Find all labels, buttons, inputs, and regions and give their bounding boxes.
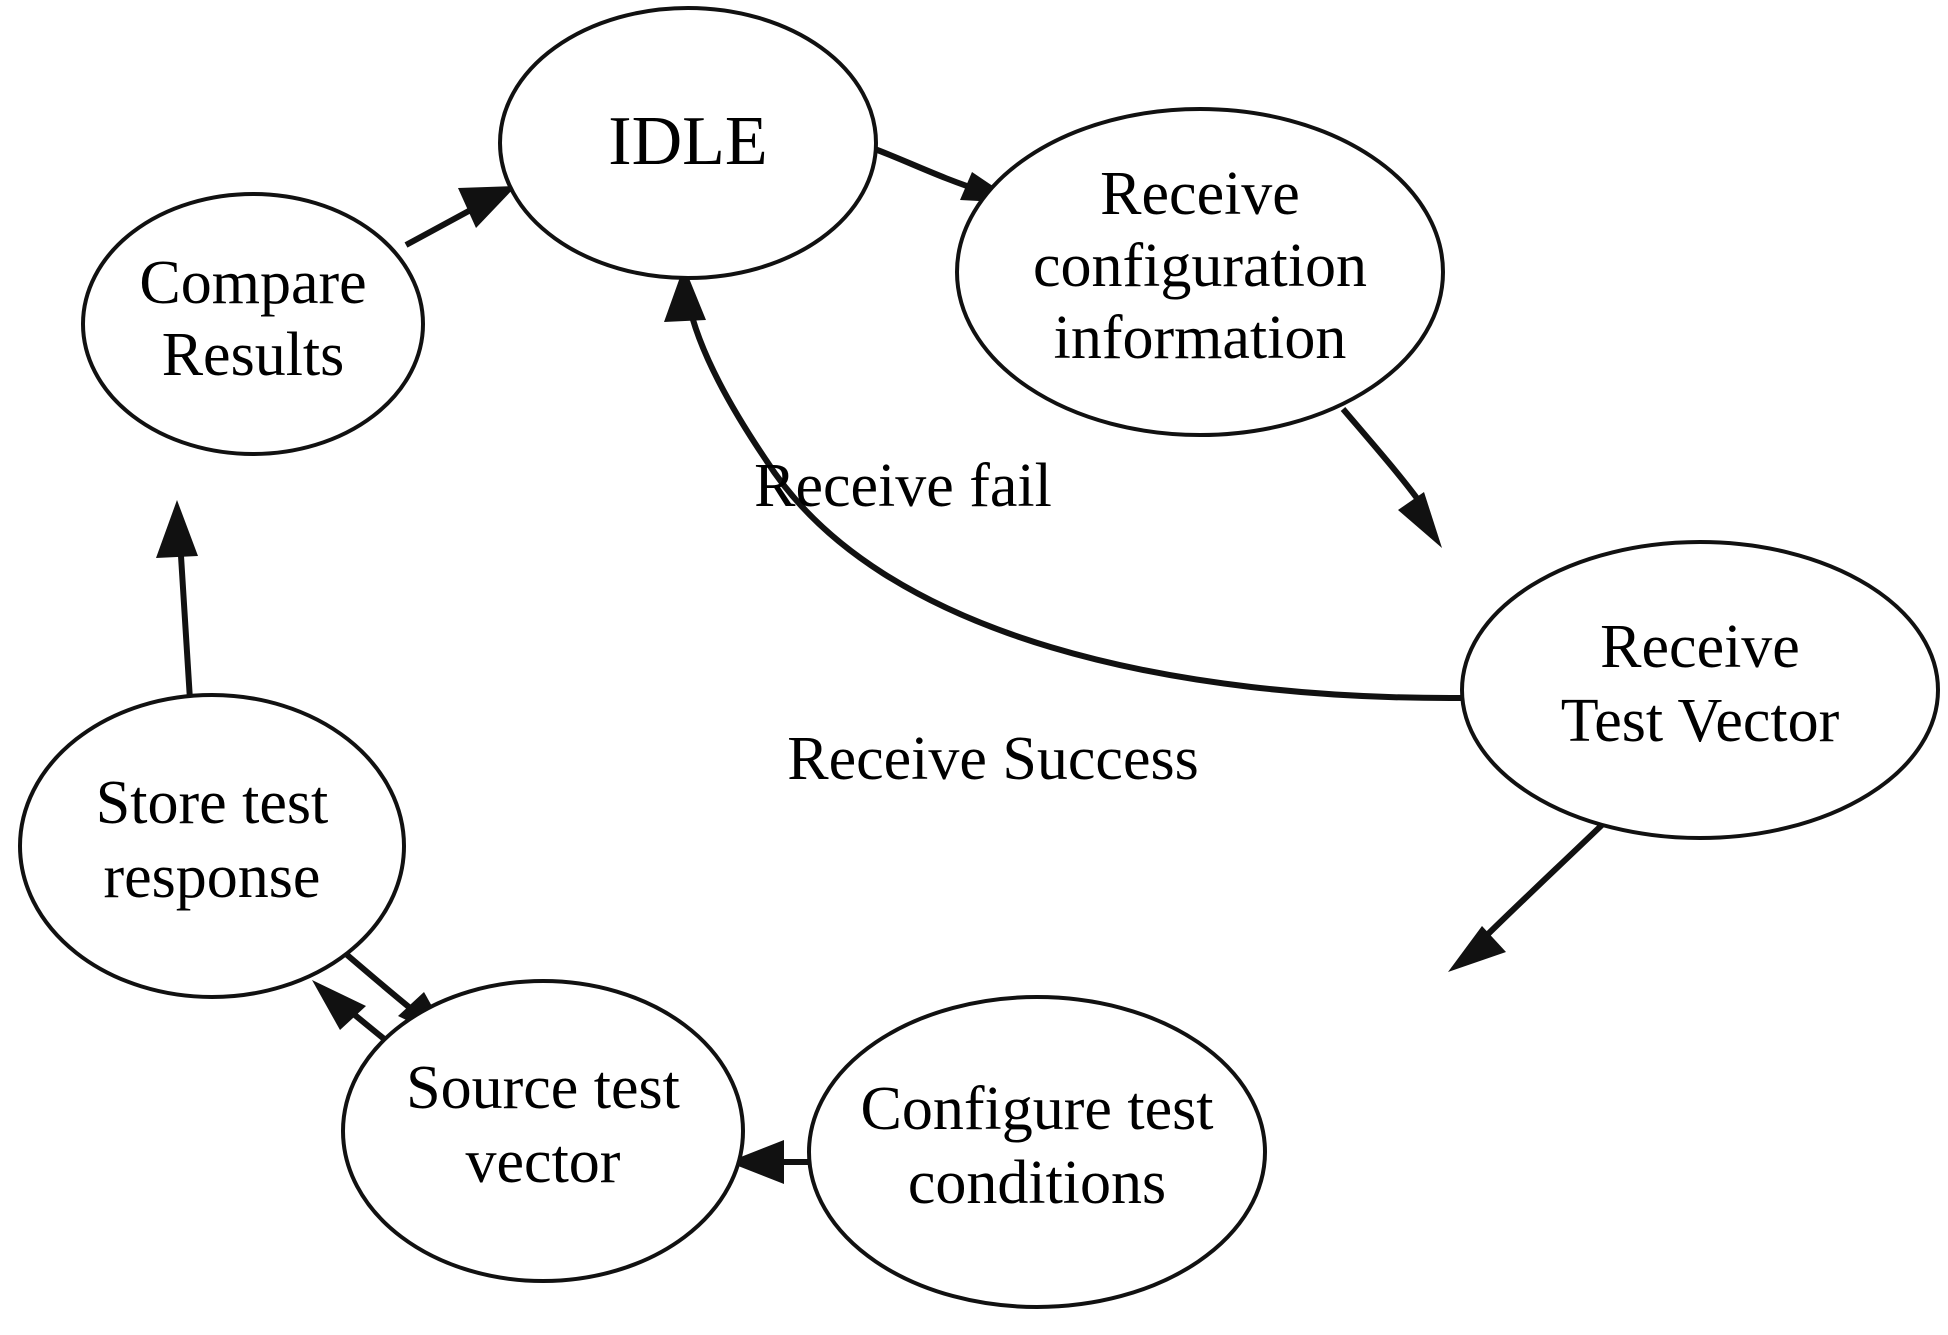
transition-configure-test-conditions-to-source-test-vector[interactable] xyxy=(728,1140,812,1184)
state-ellipse-compare-results xyxy=(81,192,425,456)
transition-receive-configuration-information-to-receive-test-vector[interactable] xyxy=(1340,407,1442,548)
edge-line xyxy=(685,299,1465,702)
state-label-receive-test-vector-line1: Receive xyxy=(1600,613,1800,681)
edge-line xyxy=(404,203,480,248)
state-ellipse-receive-configuration-information xyxy=(955,107,1445,437)
state-node-source-test-vector[interactable]: Source test vector xyxy=(341,979,745,1283)
state-label-idle: IDLE xyxy=(608,103,767,180)
state-label-source-test-vector-line2: vector xyxy=(466,1128,621,1196)
state-label-compare-results-line2: Results xyxy=(162,321,345,389)
state-label-source-test-vector-line1: Source test xyxy=(406,1054,680,1122)
arrow-head-icon xyxy=(312,980,366,1030)
state-ellipse-idle xyxy=(498,6,878,280)
state-label-store-test-response-line1: Store test xyxy=(96,769,328,837)
state-node-configure-test-conditions[interactable]: Configure test conditions xyxy=(807,995,1267,1309)
arrow-head-icon xyxy=(156,500,198,558)
arrow-head-icon xyxy=(728,1140,784,1184)
arrow-head-icon xyxy=(664,266,706,322)
arrow-head-icon xyxy=(458,186,516,228)
state-node-receive-test-vector[interactable]: Receive Test Vector xyxy=(1460,540,1940,840)
edge-label-receive-fail: Receive fail xyxy=(754,452,1052,520)
arrow-head-icon xyxy=(1448,926,1506,972)
edge-label-receive-success: Receive Success xyxy=(787,725,1198,793)
state-label-receive-test-vector-line2: Test Vector xyxy=(1561,687,1840,755)
edge-line xyxy=(1477,820,1607,945)
state-label-compare-results-line1: Compare xyxy=(139,249,366,317)
state-label-configure-test-conditions-line2: conditions xyxy=(908,1149,1166,1217)
state-node-store-test-response[interactable]: Store test response xyxy=(18,693,406,999)
state-ellipse-store-test-response xyxy=(18,693,406,999)
state-label-receive-configuration-information-line2: configuration xyxy=(1033,232,1367,300)
transition-compare-results-to-idle[interactable] xyxy=(404,186,516,248)
transition-receive-test-vector-to-idle[interactable] xyxy=(664,266,1465,702)
state-ellipse-configure-test-conditions xyxy=(807,995,1267,1309)
state-node-idle[interactable]: IDLE xyxy=(498,6,878,280)
arrow-head-icon xyxy=(1398,492,1442,548)
state-ellipse-receive-test-vector xyxy=(1460,540,1940,840)
state-label-receive-configuration-information-line1: Receive xyxy=(1100,160,1300,228)
state-node-receive-configuration-information[interactable]: Receive configuration information xyxy=(955,107,1445,437)
state-label-configure-test-conditions-line1: Configure test xyxy=(861,1075,1214,1143)
transition-receive-test-vector-to-configure-test-conditions[interactable] xyxy=(1448,820,1607,972)
edge-line xyxy=(1340,407,1427,510)
edge-line xyxy=(177,539,193,701)
state-node-compare-results[interactable]: Compare Results xyxy=(81,192,425,456)
state-label-receive-configuration-information-line3: information xyxy=(1054,304,1347,372)
state-label-store-test-response-line2: response xyxy=(104,843,321,911)
transition-store-test-response-to-compare-results[interactable] xyxy=(156,500,198,701)
state-ellipse-source-test-vector xyxy=(341,979,745,1283)
